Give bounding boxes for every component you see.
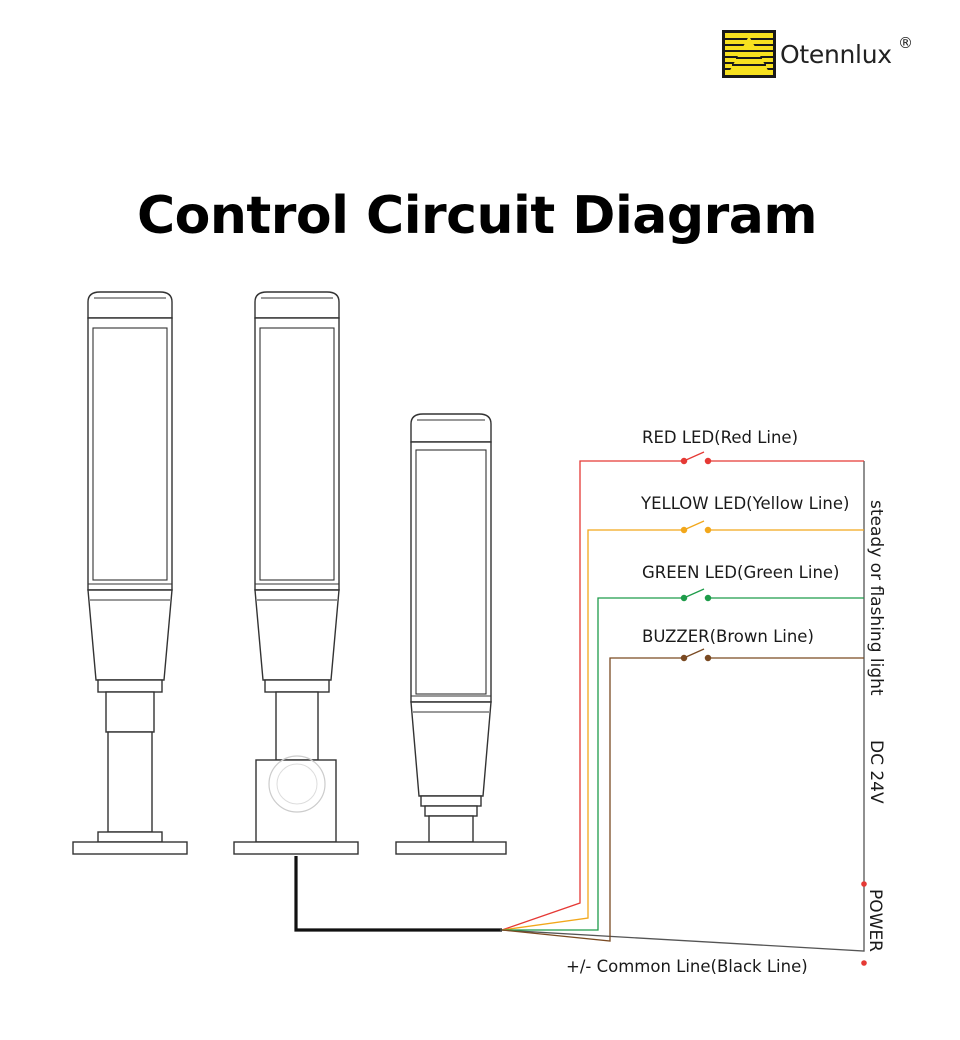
power-label: POWER: [865, 889, 885, 952]
common-line-label: +/- Common Line(Black Line): [566, 957, 808, 976]
brand-logo: Otennlux: [722, 30, 892, 78]
triangle-logo-icon: [722, 30, 776, 78]
yellow-led-label: YELLOW LED(Yellow Line): [640, 494, 849, 513]
power-terminal-bottom: [861, 960, 867, 966]
power-return-line: [499, 461, 865, 952]
page-title: Control Circuit Diagram: [136, 186, 818, 246]
brand-name: Otennlux: [780, 39, 892, 69]
red-wire: [501, 451, 864, 931]
voltage-label: DC 24V: [866, 740, 886, 804]
red-led-label: RED LED(Red Line): [642, 428, 798, 447]
short-tower: [395, 413, 507, 855]
green-led-label: GREEN LED(Green Line): [642, 563, 839, 582]
main-cable: [294, 856, 502, 932]
steady-flashing-label: steady or flashing light: [866, 500, 886, 696]
pole-mount-tower: [72, 291, 188, 855]
bracket-mount-tower: [233, 291, 359, 855]
green-wire: [502, 588, 864, 931]
brown-wire: [501, 648, 864, 942]
buzzer-label: BUZZER(Brown Line): [642, 627, 814, 646]
registered-mark: ®: [898, 34, 913, 52]
power-terminal-top: [861, 881, 867, 887]
yellow-wire: [501, 520, 864, 931]
